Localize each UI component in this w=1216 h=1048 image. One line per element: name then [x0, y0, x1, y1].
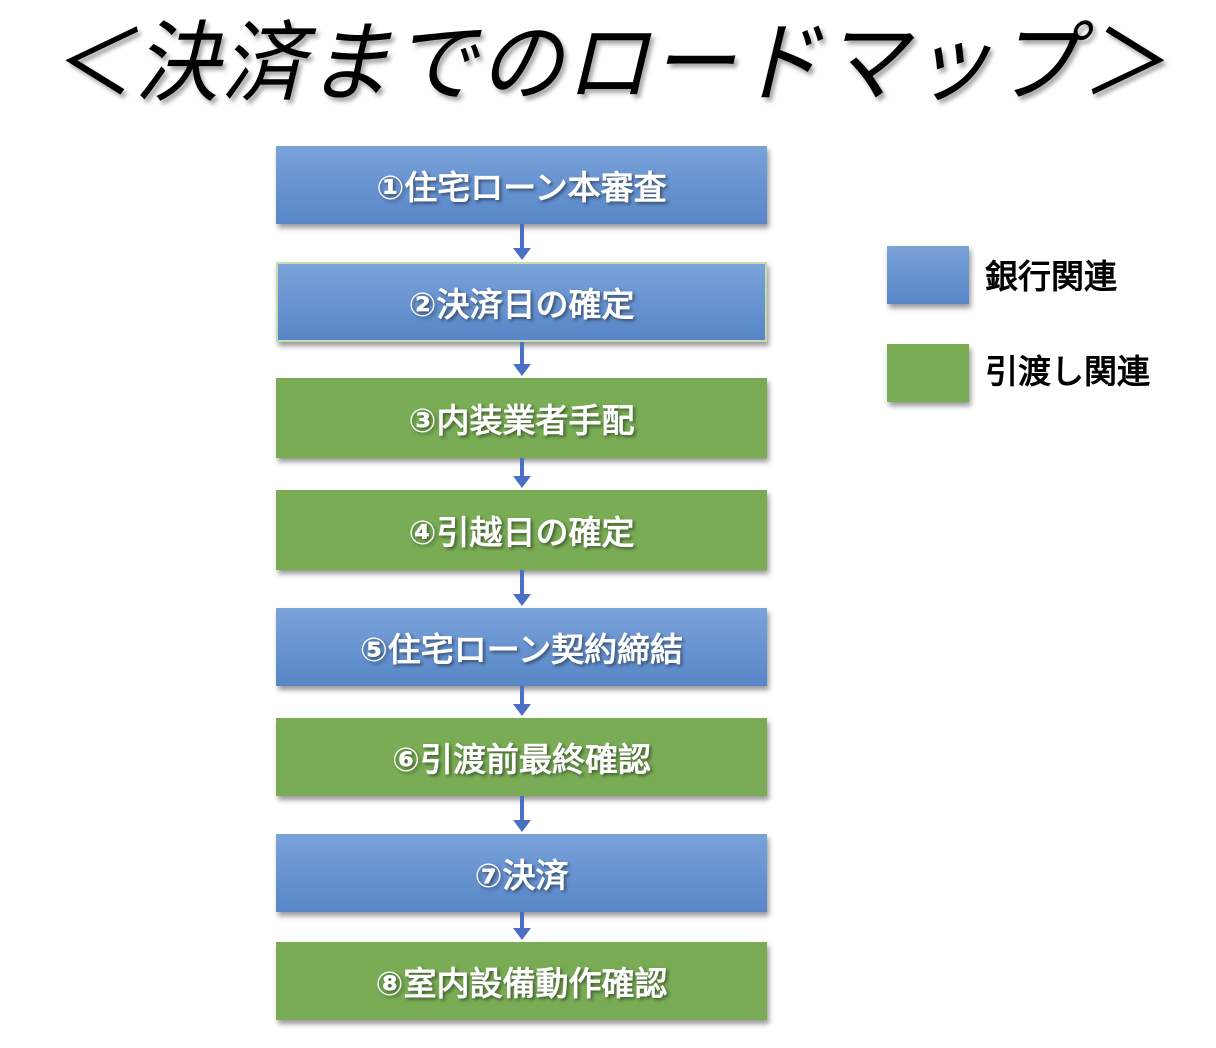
step-6-label: ⑥引渡前最終確認 [392, 740, 651, 779]
step-1-label: ①住宅ローン本審査 [376, 168, 667, 207]
step-6-box: ⑥引渡前最終確認 [276, 718, 767, 796]
step-4-box: ④引越日の確定 [276, 490, 767, 570]
step-2-box: ②決済日の確定 [276, 262, 767, 342]
arrow-4-5 [513, 570, 531, 608]
step-7-label: ⑦決済 [474, 856, 569, 895]
step-5-label: ⑤住宅ローン契約締結 [359, 630, 684, 669]
step-1-box: ①住宅ローン本審査 [276, 146, 767, 224]
diagram-title: ＜決済までのロードマップ＞ [48, 11, 1167, 115]
legend-label-bank: 銀行関連 [985, 257, 1117, 296]
step-3-label: ③内装業者手配 [408, 401, 635, 440]
step-2-label: ②決済日の確定 [408, 285, 635, 324]
step-8-box: ⑧室内設備動作確認 [276, 942, 767, 1020]
legend-label-handover: 引渡し関連 [985, 352, 1150, 391]
arrow-7-8 [513, 912, 531, 942]
legend-swatch-bank [887, 246, 969, 304]
step-5-box: ⑤住宅ローン契約締結 [276, 608, 767, 686]
arrow-1-2 [513, 224, 531, 262]
step-7-box: ⑦決済 [276, 834, 767, 912]
step-4-label: ④引越日の確定 [408, 513, 635, 552]
arrow-2-3 [513, 342, 531, 378]
legend-swatch-handover [887, 344, 969, 402]
arrow-3-4 [513, 458, 531, 490]
step-8-label: ⑧室内設備動作確認 [375, 964, 668, 1003]
arrow-6-7 [513, 796, 531, 834]
step-3-box: ③内装業者手配 [276, 378, 767, 458]
arrow-5-6 [513, 686, 531, 718]
